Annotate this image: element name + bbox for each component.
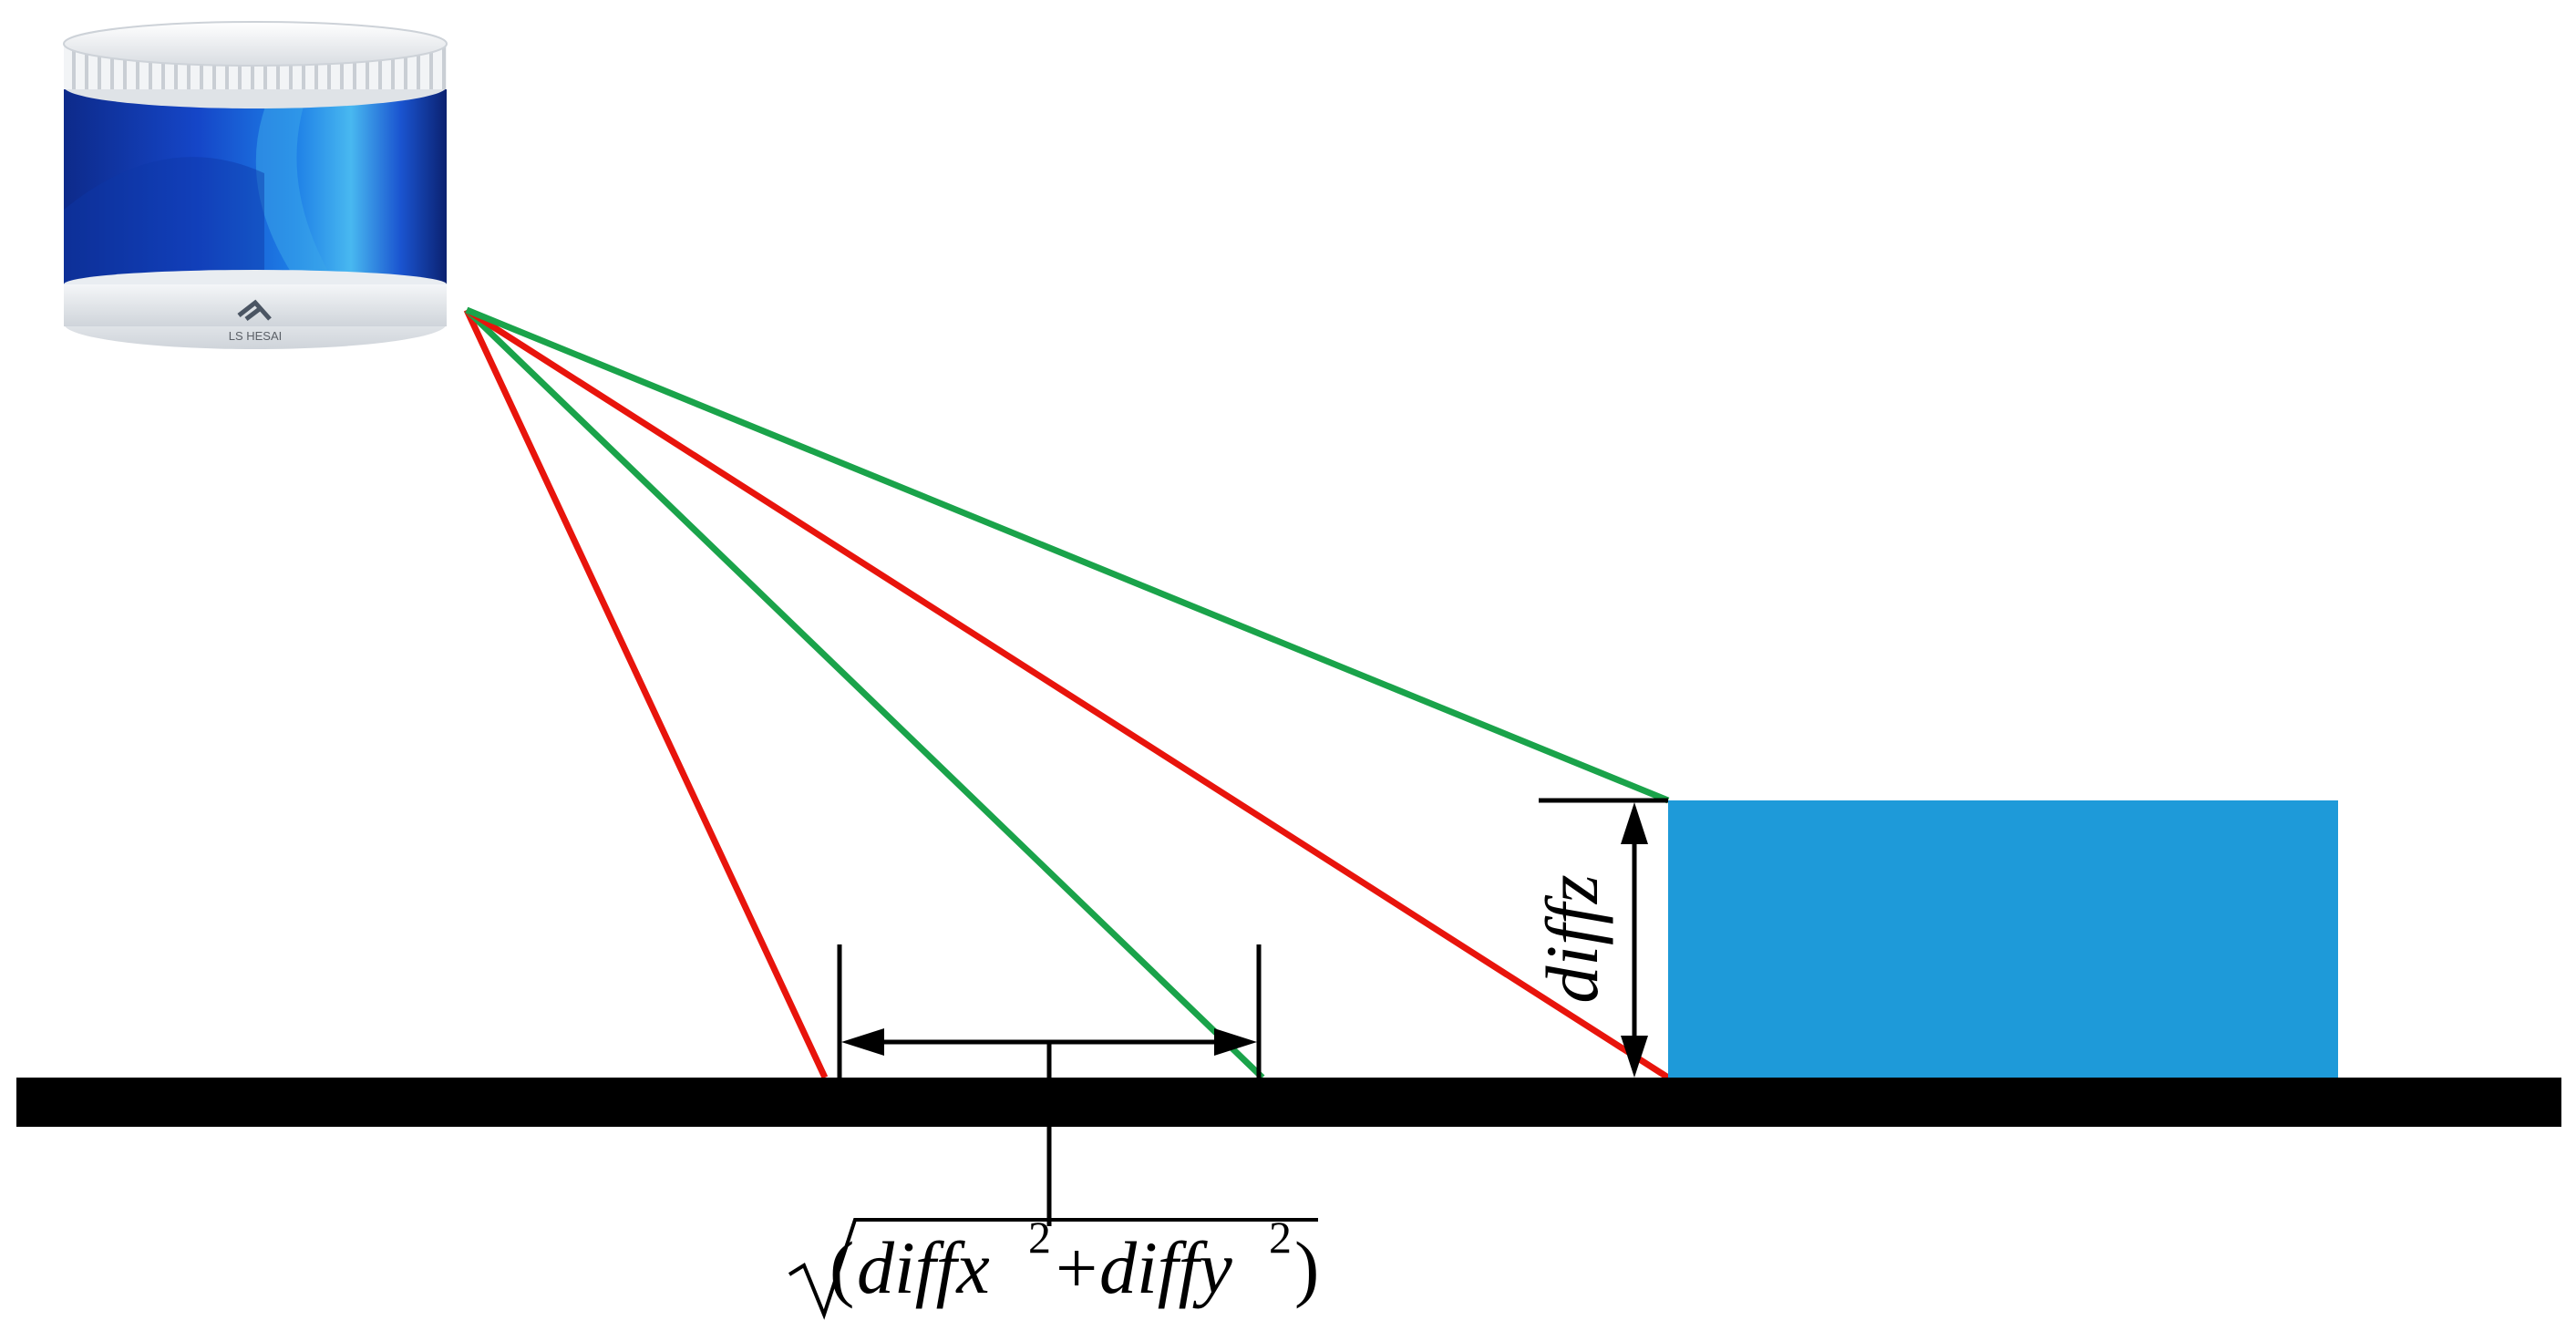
distance-formula: ( diffx 2 + diffy 2 ) — [788, 1212, 1319, 1320]
formula-open-paren: ( — [829, 1226, 854, 1309]
ground-bar — [16, 1078, 2561, 1127]
formula-plus: + — [1056, 1226, 1097, 1309]
lidar-brand-text: LS HESAI — [229, 329, 283, 343]
red-ray-near-ground — [463, 308, 829, 1079]
formula-diffy: diffy — [1099, 1226, 1232, 1309]
formula-close-paren: ) — [1294, 1226, 1319, 1309]
formula-exp-y: 2 — [1269, 1212, 1292, 1263]
horizontal-distance-dimension — [837, 944, 1262, 1226]
diff-z-dimension — [1539, 798, 1668, 1078]
lidar-sensor-icon: LS HESAI — [63, 21, 448, 349]
diff-z-label: diffz — [1530, 874, 1613, 1003]
green-ray-near-ground — [464, 307, 1265, 1080]
formula-diffx: diffx — [857, 1226, 990, 1309]
obstacle-box — [1668, 800, 2338, 1079]
square-root-sign — [788, 1218, 1318, 1320]
green-ray-obstacle-top — [465, 306, 1670, 804]
red-ray-obstacle-base — [465, 307, 1670, 1080]
formula-exp-x: 2 — [1028, 1212, 1051, 1263]
